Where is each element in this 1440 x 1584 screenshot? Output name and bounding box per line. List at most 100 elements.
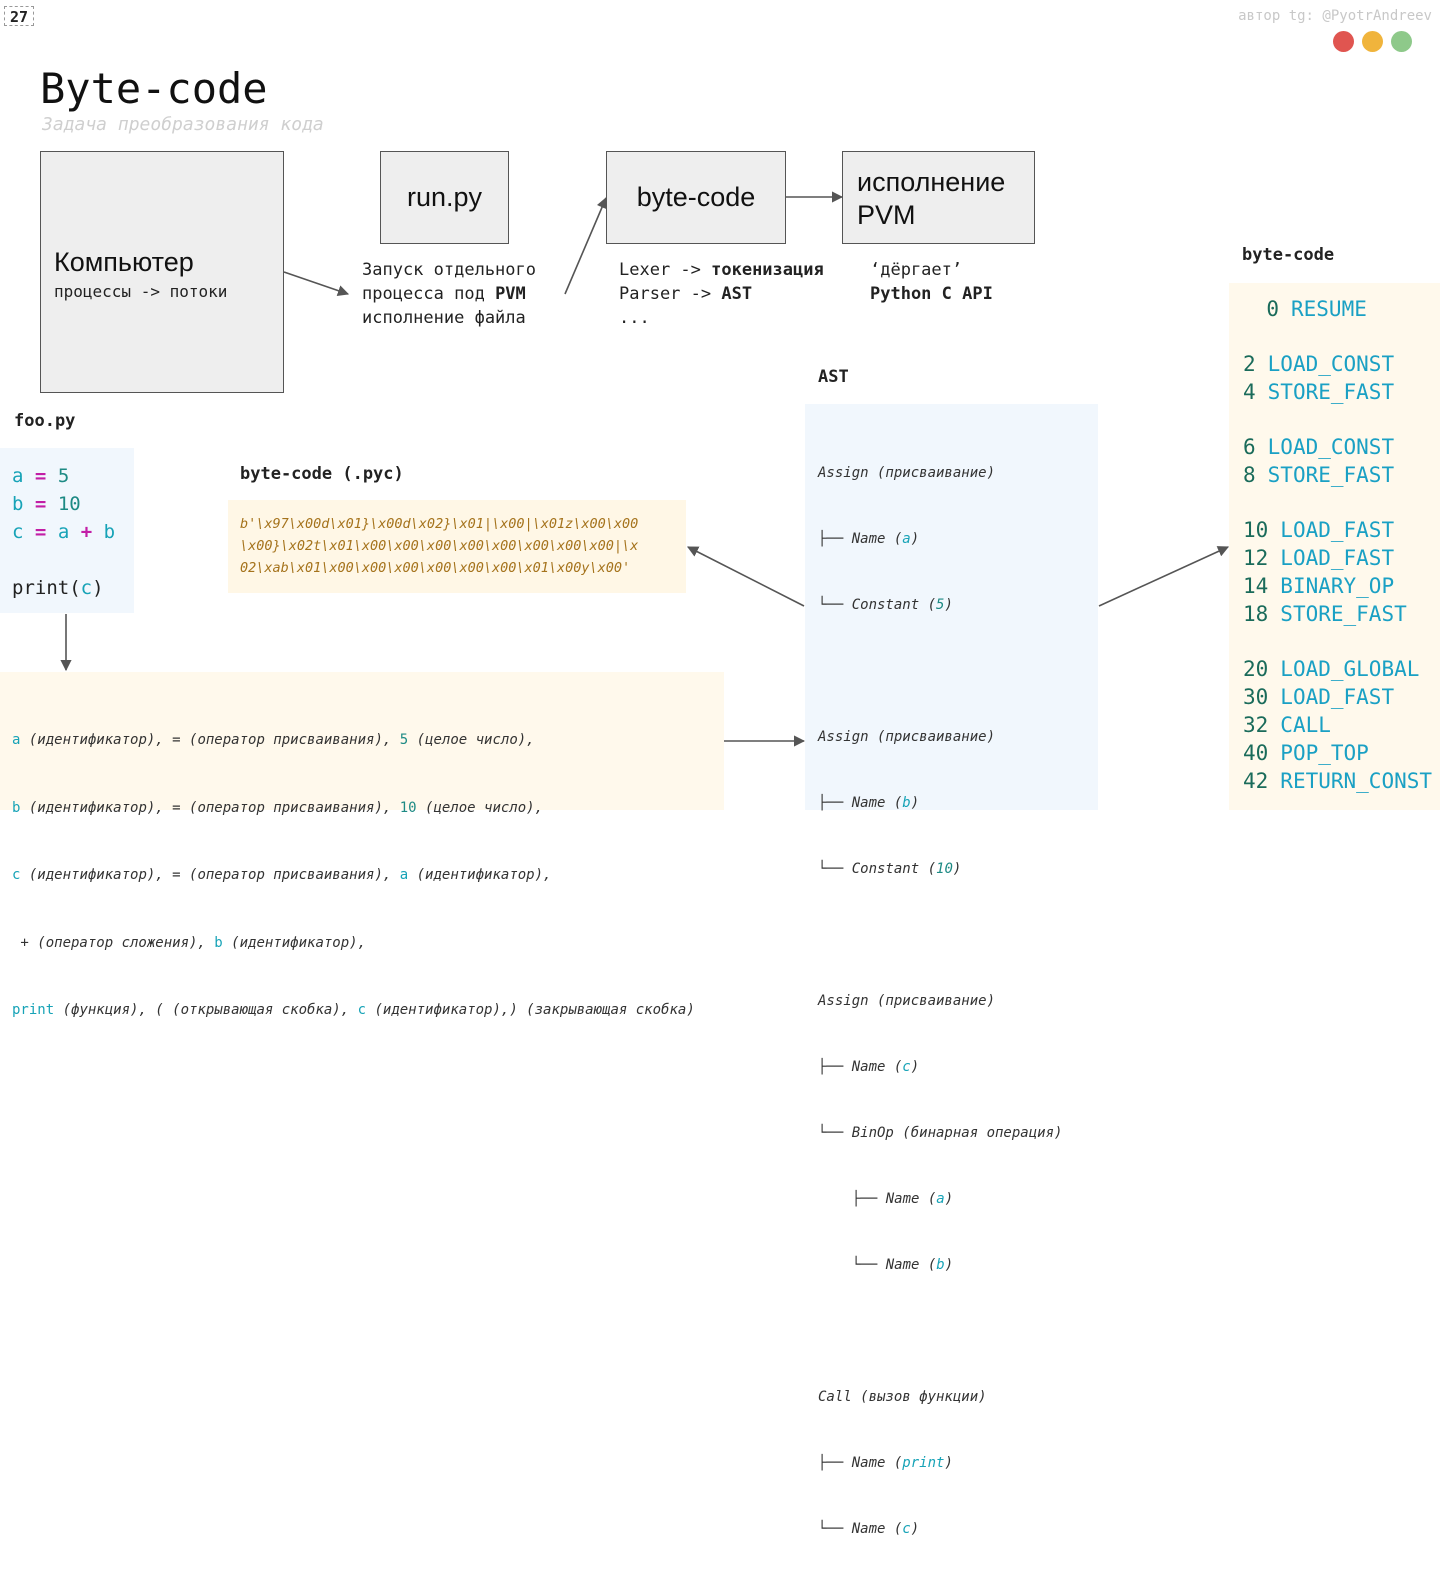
arrow-ast-to-pyc <box>687 546 805 607</box>
parser-bold: AST <box>721 284 753 304</box>
instruction-opname: CALL <box>1280 713 1331 737</box>
assign-op: = <box>34 493 47 515</box>
ast-num: 10 <box>936 861 953 877</box>
token-num: 5 <box>399 732 409 748</box>
pyc-bytes: b'\x97\x00d\x01}\x00d\x02}\x01|\x00|\x01… <box>240 513 638 579</box>
token-fn: print <box>12 1002 55 1018</box>
paren-close: ) <box>92 577 104 599</box>
instruction-offset: 20 <box>1243 657 1269 681</box>
instruction-opname: LOAD_CONST <box>1267 352 1395 376</box>
token-desc: + (оператор сложения), <box>12 934 215 951</box>
ast-id: b <box>936 1257 945 1273</box>
instruction-offset: 0 <box>1266 297 1279 321</box>
ast-id: c <box>902 1521 911 1537</box>
instruction-offset: 30 <box>1243 685 1269 709</box>
ast-box: Assign (присваивание) ├── Name (a) └── C… <box>805 404 1098 1537</box>
ast-text: └── Name ( <box>818 1521 903 1537</box>
var-b: b <box>12 493 24 515</box>
bytecode-gap <box>1243 323 1432 350</box>
ast-text: ) <box>944 1455 953 1471</box>
ast-binop: └── BinOp (бинарная операция) <box>818 1125 1063 1141</box>
token-desc: (идентификатор), = (оператор присваивани… <box>20 732 400 748</box>
bytecode-gap <box>1243 628 1432 655</box>
code-line-a: a = 5 <box>12 462 115 490</box>
value-10: 10 <box>57 493 81 515</box>
instruction-offset: 10 <box>1243 518 1269 542</box>
instruction-offset: 2 <box>1243 352 1256 376</box>
arrows-layer <box>60 191 1230 747</box>
ast-text: ├── Name ( <box>818 1059 903 1075</box>
run-caption-line2: процесса под PVM <box>362 282 536 306</box>
ast-text: ├── Name ( <box>818 1455 903 1471</box>
instruction-opname: BINARY_OP <box>1280 574 1395 598</box>
run-caption-text: процесса под <box>362 284 496 304</box>
ast-text: └── Constant ( <box>818 597 937 613</box>
var-c: c <box>80 577 93 599</box>
ast-node: ├── Name (c) <box>818 1056 1062 1078</box>
ast-id: b <box>902 795 911 811</box>
token-line-1: a (идентификатор), = (оператор присваива… <box>12 729 695 752</box>
ast-assign: Assign (присваивание) <box>818 729 996 745</box>
instruction-opname: LOAD_CONST <box>1267 435 1395 459</box>
code-line-c: c = a + b <box>12 518 115 546</box>
assign-op: = <box>34 521 47 543</box>
ast-num: 5 <box>936 597 945 613</box>
token-num: 10 <box>399 799 417 816</box>
var-a: a <box>57 521 70 543</box>
ast-text: ) <box>910 531 920 547</box>
var-a: a <box>12 465 24 487</box>
foo-label: foo.py <box>14 411 76 431</box>
instruction-opname: STORE_FAST <box>1267 463 1395 487</box>
var-b: b <box>103 521 116 543</box>
assign-op: = <box>34 465 47 487</box>
foo-code-lines: a = 5 b = 10 c = a + b print(c) <box>12 462 115 602</box>
value-5: 5 <box>57 465 70 487</box>
ast-assign: Assign (присваивание) <box>818 465 996 481</box>
ast-node: └── Name (b) <box>818 1254 1062 1276</box>
page-title: Byte-code <box>40 64 268 113</box>
ellipsis-line: ... <box>619 308 650 328</box>
ast-text: ) <box>944 597 953 613</box>
ast-text: └── Name ( <box>852 1257 937 1273</box>
tokens-text: a (идентификатор), = (оператор присваива… <box>12 684 695 1067</box>
computer-subtitle: процессы -> потоки <box>54 282 228 301</box>
ast-node: ├── Name (print) <box>818 1452 1062 1474</box>
instruction-opname: POP_TOP <box>1280 741 1369 765</box>
pvm-box: исполнение PVM <box>842 151 1035 244</box>
ast-text: ├── Name ( <box>818 531 903 547</box>
instruction-opname: LOAD_GLOBAL <box>1280 657 1420 681</box>
author-credit: автор tg: @PyotrAndreev <box>1238 8 1432 24</box>
token-desc: (идентификатор), <box>222 934 367 951</box>
pyc-line: \x00}\x02t\x01\x00\x00\x00\x00\x00\x00\x… <box>240 538 639 554</box>
bytecode-box: byte-code <box>606 151 786 244</box>
run-caption-pvm: PVM <box>495 284 526 304</box>
pvm-caption: ‘дёргает’ Python C API <box>870 258 993 306</box>
code-blank-line <box>12 546 115 574</box>
run-caption: Запуск отдельного процесса под PVM испол… <box>362 258 536 330</box>
close-dot <box>1333 31 1354 52</box>
instruction-opname: STORE_FAST <box>1280 602 1407 626</box>
ast-node: ├── Name (a) <box>818 528 1062 550</box>
var-c: c <box>12 521 24 543</box>
instruction-offset: 12 <box>1243 546 1269 570</box>
page-subtitle: Задача преобразования кода <box>42 114 324 135</box>
lexer-bold: токенизация <box>711 260 824 280</box>
pyc-code: b'\x97\x00d\x01}\x00d\x02}\x01|\x00|\x01… <box>228 500 686 593</box>
token-id: c <box>357 1002 367 1018</box>
run-caption-line3: исполнение файла <box>362 308 526 328</box>
ast-id: a <box>902 531 911 547</box>
pyc-label: byte-code (.pyc) <box>240 464 404 484</box>
ast-node: ├── Name (a) <box>818 1188 1062 1210</box>
ast-node: ├── Name (b) <box>818 792 1062 814</box>
ast-id: a <box>936 1191 945 1207</box>
pyc-line: b'\x97\x00d\x01}\x00d\x02}\x01|\x00|\x01… <box>240 516 639 532</box>
